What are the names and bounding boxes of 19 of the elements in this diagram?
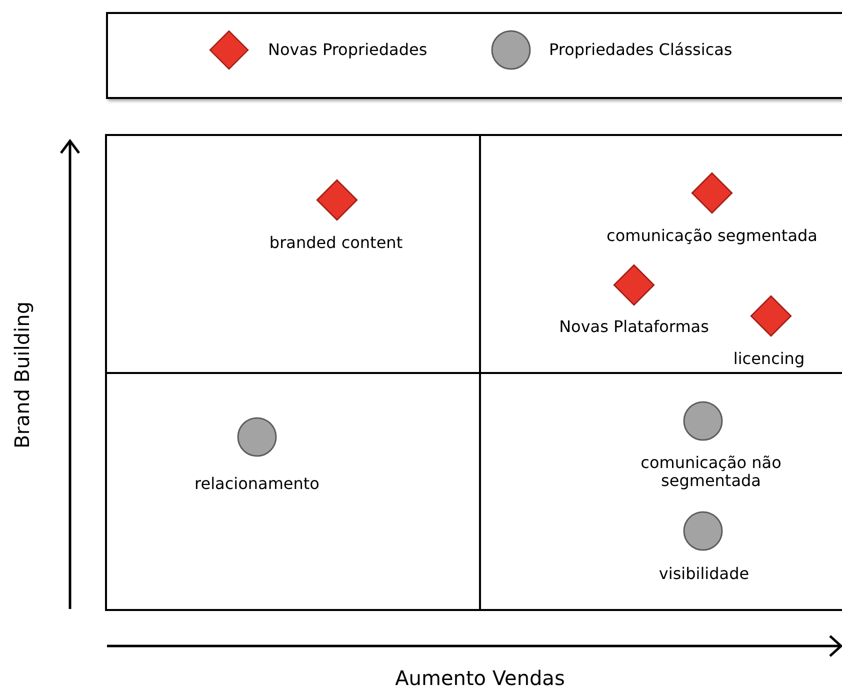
point-label: relacionamento (194, 474, 320, 494)
point-label: Novas Plataformas (559, 317, 709, 337)
point-label: comunicação não segmentada (640, 454, 782, 490)
point-label: branded content (269, 233, 403, 253)
quadrant-box (105, 372, 481, 611)
legend-text: Propriedades Clássicas (549, 40, 732, 60)
diamond-marker (750, 295, 792, 337)
axis-label: Brand Building (10, 301, 34, 449)
diamond-marker (613, 264, 655, 306)
diamond-marker (316, 179, 358, 221)
circle-marker (237, 417, 277, 457)
point-label: visibilidade (658, 564, 750, 584)
axis-label: Aumento Vendas (395, 666, 565, 688)
circle-marker (683, 511, 723, 551)
diamond-marker (691, 172, 733, 214)
point-label: comunicação segmentada (606, 226, 818, 246)
circle-marker (683, 401, 723, 441)
quadrant-box (105, 134, 481, 374)
legend-text: Novas Propriedades (268, 40, 428, 60)
